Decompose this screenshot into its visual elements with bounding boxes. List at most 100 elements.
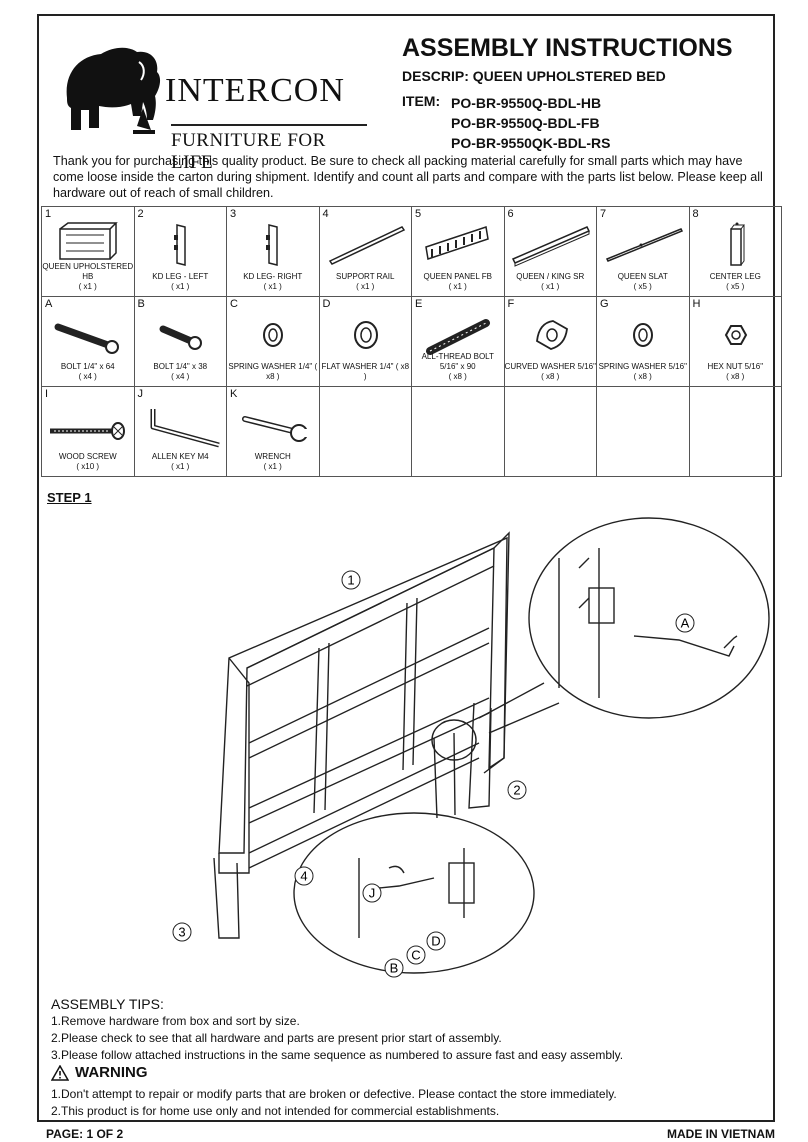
part-id: 6 bbox=[507, 208, 514, 220]
part-id: I bbox=[45, 388, 49, 400]
part-label: QUEEN / KING SR bbox=[516, 272, 585, 281]
warning-triangle-icon bbox=[51, 1064, 69, 1081]
part-id: A bbox=[45, 298, 53, 310]
flat-washer-icon bbox=[353, 321, 378, 349]
part-id: J bbox=[137, 388, 144, 400]
spring-washer-icon bbox=[633, 323, 653, 347]
part-name: HEX NUT 5/16"( x8 ) bbox=[690, 362, 782, 382]
item-code: PO-BR-9550Q-BDL-FB bbox=[451, 115, 600, 131]
part-quantity: ( x5 ) bbox=[726, 282, 745, 291]
page-number: PAGE: 1 OF 2 bbox=[46, 1127, 124, 1141]
part-name: BOLT 1/4" x 38( x4 ) bbox=[135, 362, 227, 382]
callout-label: D bbox=[431, 934, 440, 949]
part-quantity: ( x1 ) bbox=[171, 462, 190, 471]
part-cell bbox=[318, 386, 412, 477]
callout-j: J bbox=[362, 883, 382, 903]
assembly-tips-list: 1.Remove hardware from box and sort by s… bbox=[51, 1013, 623, 1064]
callout-b: B bbox=[384, 958, 404, 978]
part-name: QUEEN SLAT( x5 ) bbox=[597, 272, 689, 292]
part-label: KD LEG - LEFT bbox=[152, 272, 209, 281]
part-label: HEX NUT 5/16" bbox=[707, 362, 764, 371]
part-label: FLAT WASHER 1/4" ( x8 ) bbox=[321, 362, 410, 381]
part-name: QUEEN / KING SR( x1 ) bbox=[505, 272, 597, 292]
item-code: PO-BR-9550QK-BDL-RS bbox=[451, 135, 611, 151]
kd-leg-icon bbox=[173, 224, 186, 266]
part-cell: I WOOD SCREW( x10 ) bbox=[41, 386, 135, 477]
part-name: KD LEG - LEFT( x1 ) bbox=[135, 272, 227, 292]
product-description: DESCRIP: QUEEN UPHOLSTERED BED bbox=[402, 68, 666, 84]
intro-text: Thank you for purchasing this quality pr… bbox=[53, 154, 763, 200]
part-id: 7 bbox=[600, 208, 607, 220]
part-name: WOOD SCREW( x10 ) bbox=[42, 452, 134, 472]
warning-label: WARNING bbox=[75, 1064, 148, 1081]
callout-label: J bbox=[369, 886, 376, 901]
part-id: 8 bbox=[692, 208, 699, 220]
footboard-icon bbox=[425, 226, 489, 260]
center-leg-icon bbox=[729, 222, 745, 266]
part-name: ALL-THREAD BOLT 5/16" x 90( x8 ) bbox=[412, 352, 504, 382]
part-quantity: ( x1 ) bbox=[263, 462, 282, 471]
bolt-short-icon bbox=[159, 325, 202, 350]
part-cell bbox=[688, 386, 782, 477]
callout-label: 2 bbox=[513, 783, 520, 798]
tip-item: 3.Please follow attached instructions in… bbox=[51, 1048, 624, 1062]
part-id: H bbox=[692, 298, 701, 310]
wood-screw-icon bbox=[50, 422, 125, 440]
brand-name: INTERCON bbox=[165, 72, 345, 109]
part-quantity: ( x1 ) bbox=[263, 282, 282, 291]
part-quantity: ( x1 ) bbox=[171, 282, 190, 291]
bolt-icon bbox=[54, 323, 119, 354]
part-name: SUPPORT RAIL( x1 ) bbox=[320, 272, 412, 292]
spring-washer-icon bbox=[263, 323, 283, 347]
part-cell bbox=[596, 386, 690, 477]
part-name: BOLT 1/4" x 64( x4 ) bbox=[42, 362, 134, 382]
warning-item: 1.Don't attempt to repair or modify part… bbox=[51, 1087, 617, 1101]
part-label: KD LEG- RIGHT bbox=[243, 272, 303, 281]
part-id: 2 bbox=[137, 208, 144, 220]
warning-heading: WARNING bbox=[51, 1064, 148, 1081]
part-id: G bbox=[600, 298, 609, 310]
hex-nut-icon bbox=[724, 325, 747, 345]
part-label: BOLT 1/4" x 64 bbox=[60, 362, 115, 371]
headboard-outline bbox=[218, 536, 508, 854]
curved-washer-icon bbox=[535, 320, 568, 350]
instruction-sheet: INTERCON FURNITURE FOR LIFE ASSEMBLY INS… bbox=[37, 14, 782, 1122]
country-of-origin: MADE IN VIETNAM bbox=[667, 1127, 775, 1141]
wrench-icon bbox=[242, 416, 309, 442]
part-label: QUEEN UPHOLSTERED HB bbox=[42, 262, 134, 281]
part-label: WOOD SCREW bbox=[58, 452, 117, 461]
part-quantity: ( x10 ) bbox=[76, 462, 100, 471]
tip-item: 1.Remove hardware from box and sort by s… bbox=[51, 1014, 300, 1028]
part-name: KD LEG- RIGHT( x1 ) bbox=[227, 272, 319, 292]
part-id: D bbox=[322, 298, 331, 310]
part-label: CURVED WASHER 5/16" ( x8 ) bbox=[504, 362, 596, 381]
brand-tagline: FURNITURE FOR LIFE bbox=[171, 124, 367, 174]
part-name: FLAT WASHER 1/4" ( x8 ) bbox=[320, 362, 412, 382]
part-label: ALL-THREAD BOLT 5/16" x 90 bbox=[421, 352, 494, 371]
headboard-icon bbox=[59, 222, 118, 260]
part-name: WRENCH( x1 ) bbox=[227, 452, 319, 472]
elephant-logo-icon bbox=[66, 47, 161, 134]
part-id: E bbox=[415, 298, 423, 310]
part-name: SPRING WASHER 1/4" ( x8 ) bbox=[227, 362, 319, 382]
page-title: ASSEMBLY INSTRUCTIONS bbox=[402, 34, 733, 62]
part-cell: 2 KD LEG - LEFT( x1 ) bbox=[133, 206, 227, 297]
item-codes: PO-BR-9550Q-BDL-HB PO-BR-9550Q-BDL-FB PO… bbox=[451, 93, 610, 153]
part-name: ALLEN KEY M4( x1 ) bbox=[135, 452, 227, 472]
part-id: B bbox=[137, 298, 145, 310]
part-id: 4 bbox=[322, 208, 329, 220]
callout-label: A bbox=[681, 616, 690, 631]
part-quantity: ( x1 ) bbox=[448, 282, 467, 291]
part-label: WRENCH bbox=[254, 452, 291, 461]
part-quantity: ( x8 ) bbox=[448, 372, 467, 381]
part-quantity: ( x4 ) bbox=[78, 372, 97, 381]
part-quantity: ( x5 ) bbox=[633, 282, 652, 291]
part-id: 3 bbox=[230, 208, 237, 220]
